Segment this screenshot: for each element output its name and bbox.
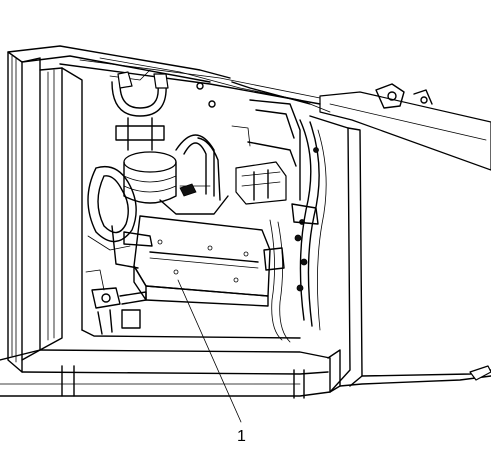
open-lid <box>319 83 491 171</box>
lower-fittings <box>81 269 301 339</box>
pump-unit <box>123 134 229 215</box>
callout-1: 1 <box>177 279 246 445</box>
callout-leader-line <box>177 279 242 423</box>
cabinet-frame <box>0 45 341 399</box>
mounting-plate <box>111 215 271 307</box>
handle-assembly <box>111 71 169 151</box>
side-panel <box>309 115 491 393</box>
control-module <box>231 99 301 205</box>
callout-label: 1 <box>237 428 246 445</box>
coiled-hose <box>87 165 137 251</box>
wiring-harness <box>263 119 327 343</box>
